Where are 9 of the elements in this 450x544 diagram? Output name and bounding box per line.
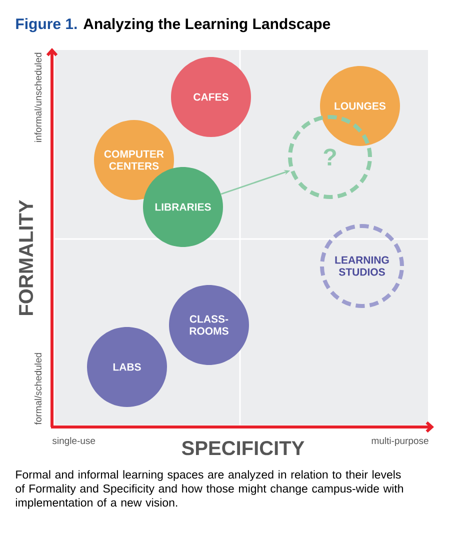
- caption: Formal and informal learning spaces are analyzed in relation to their levels of Formality and Specificity and how those might change campus-wide with implementation of a new vision.: [16, 470, 403, 509]
- axis-title: SPECIFICITY: [182, 441, 304, 456]
- figure-number: Figure 1.: [16, 18, 77, 32]
- axis-label: informal/unscheduled: [34, 52, 42, 142]
- title: Analyzing the Learning Landscape: [83, 18, 330, 32]
- axis-label: formal/scheduled: [34, 353, 42, 425]
- axis-title: FORMALITY: [18, 200, 34, 315]
- axis-label: single-use: [52, 437, 96, 446]
- axis-label: multi-purpose: [372, 437, 428, 446]
